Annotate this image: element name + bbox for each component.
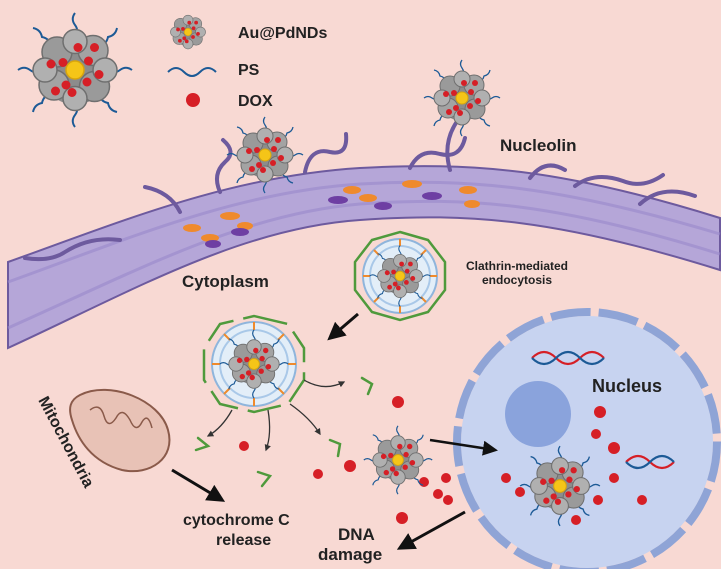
- cytochrome-label-line1: cytochrome C: [183, 512, 290, 529]
- arrow-dna-damage: [396, 510, 466, 550]
- dna-damage-label-line2: damage: [318, 545, 382, 564]
- bound-nanoparticle-right: [424, 60, 500, 136]
- nucleolus: [505, 381, 571, 447]
- dox-molecule-icon: [186, 93, 200, 107]
- legend-label-drug: DOX: [238, 93, 273, 110]
- membrane-protrusions: [23, 118, 697, 262]
- legend-label-polymer: PS: [238, 62, 260, 79]
- dna-damage-label-line1: DNA: [338, 525, 375, 544]
- free-dox-cytoplasm: [239, 396, 453, 524]
- cytochrome-label-line2: release: [216, 532, 271, 549]
- dna-helix-icon: [531, 350, 675, 470]
- legend-label-nanoparticle: Au@PdNDs: [238, 25, 327, 42]
- nuclear-dox: [501, 406, 647, 525]
- au-pd-nanoparticle-icon: [170, 14, 206, 50]
- endocytosis-label-line1: Clathrin-mediated: [466, 259, 568, 273]
- clathrin-vesicle-uncoating: [202, 314, 306, 414]
- endocytosis-label-line2: endocytosis: [482, 273, 552, 287]
- polymer-chain-icon: [167, 67, 217, 77]
- membrane-receptors: [183, 180, 480, 248]
- clathrin-fragments: [194, 376, 374, 488]
- cytoplasm-label: Cytoplasm: [182, 272, 269, 291]
- nucleus-label: Nucleus: [592, 376, 662, 396]
- uncoating-arrows: [206, 379, 346, 452]
- clathrin-vesicle-entering: [353, 230, 447, 322]
- mitochondria-icon: [69, 389, 171, 473]
- nucleolin-label: Nucleolin: [500, 136, 577, 155]
- legend: Au@PdNDs PS DOX: [167, 14, 327, 110]
- arrow-to-nucleus: [429, 438, 498, 456]
- free-nanoparticle-large: [18, 13, 132, 127]
- arrow-cytochrome-release: [171, 468, 226, 502]
- nucleus: [453, 308, 721, 569]
- arrow-endocytosis-inward: [327, 312, 359, 341]
